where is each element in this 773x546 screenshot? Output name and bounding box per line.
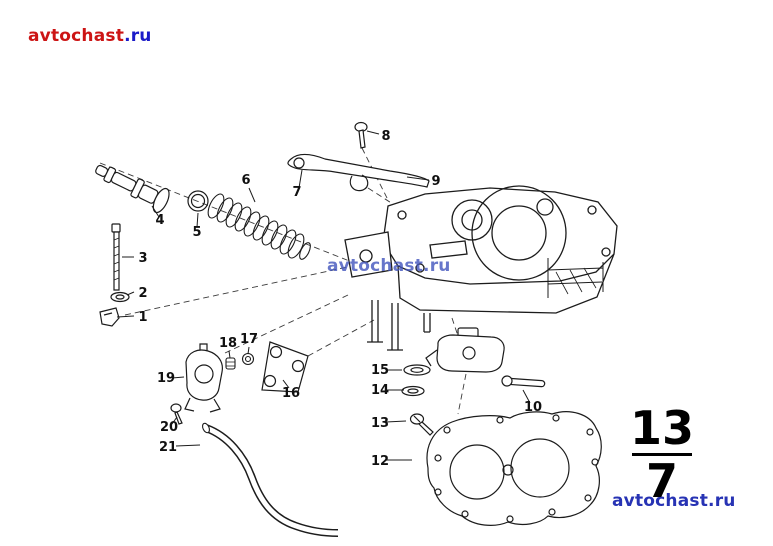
part-6-spring <box>207 193 311 260</box>
part-14-washer <box>401 385 425 397</box>
part-4-pump-piston <box>95 164 170 214</box>
accelerator-pump-cover <box>425 327 505 373</box>
part-label-8: 8 <box>381 129 390 144</box>
part-label-13: 13 <box>371 416 389 431</box>
part-16-bracket <box>261 341 309 393</box>
part-8-screw <box>354 121 368 149</box>
part-label-14: 14 <box>371 383 389 398</box>
part-label-15: 15 <box>371 363 389 378</box>
watermark-brand: avtochast <box>28 26 125 46</box>
carburetor-body <box>344 185 618 351</box>
part-label-20: 20 <box>160 420 178 435</box>
page-plate: 13 7 <box>626 404 698 506</box>
watermark-bottom-right: avtochast.ru <box>612 491 736 511</box>
part-label-12: 12 <box>371 454 389 469</box>
part-19-housing <box>184 343 223 413</box>
part-1-clip <box>99 307 120 327</box>
part-label-16: 16 <box>282 386 300 401</box>
part-9-pump-lever <box>287 153 430 192</box>
part-18-valve <box>225 357 236 370</box>
part-3-bolt <box>111 223 121 291</box>
part-label-9: 9 <box>431 174 440 189</box>
part-17-ring <box>241 352 255 366</box>
part-2-washer <box>110 291 130 303</box>
part-21-hose <box>202 422 339 537</box>
part-20-screw <box>170 403 183 425</box>
part-label-5: 5 <box>192 225 201 240</box>
watermark-tld: .ru <box>124 26 152 46</box>
part-label-21: 21 <box>159 440 177 455</box>
part-label-17: 17 <box>240 332 258 347</box>
part-label-7: 7 <box>292 185 301 200</box>
watermark-top-left: avtochast.ru <box>28 26 152 46</box>
watermark-center: avtochast.ru <box>327 256 451 276</box>
part-12-gasket <box>426 411 602 526</box>
part-13-screw <box>409 413 434 436</box>
leader-lines <box>116 130 531 461</box>
plate-divider <box>632 453 692 457</box>
plate-numerator: 13 <box>629 401 694 455</box>
part-label-3: 3 <box>138 251 147 266</box>
part-label-18: 18 <box>219 336 237 351</box>
part-label-10: 10 <box>524 400 542 415</box>
part-label-4: 4 <box>155 213 164 228</box>
part-label-2: 2 <box>138 286 147 301</box>
part-label-1: 1 <box>138 310 147 325</box>
part-15-spring-seat <box>403 364 431 376</box>
part-10-pin <box>501 375 546 388</box>
part-label-6: 6 <box>241 173 250 188</box>
plate-denominator: 7 <box>645 454 678 509</box>
part-label-19: 19 <box>157 371 175 386</box>
part-5-o-ring <box>187 190 209 212</box>
